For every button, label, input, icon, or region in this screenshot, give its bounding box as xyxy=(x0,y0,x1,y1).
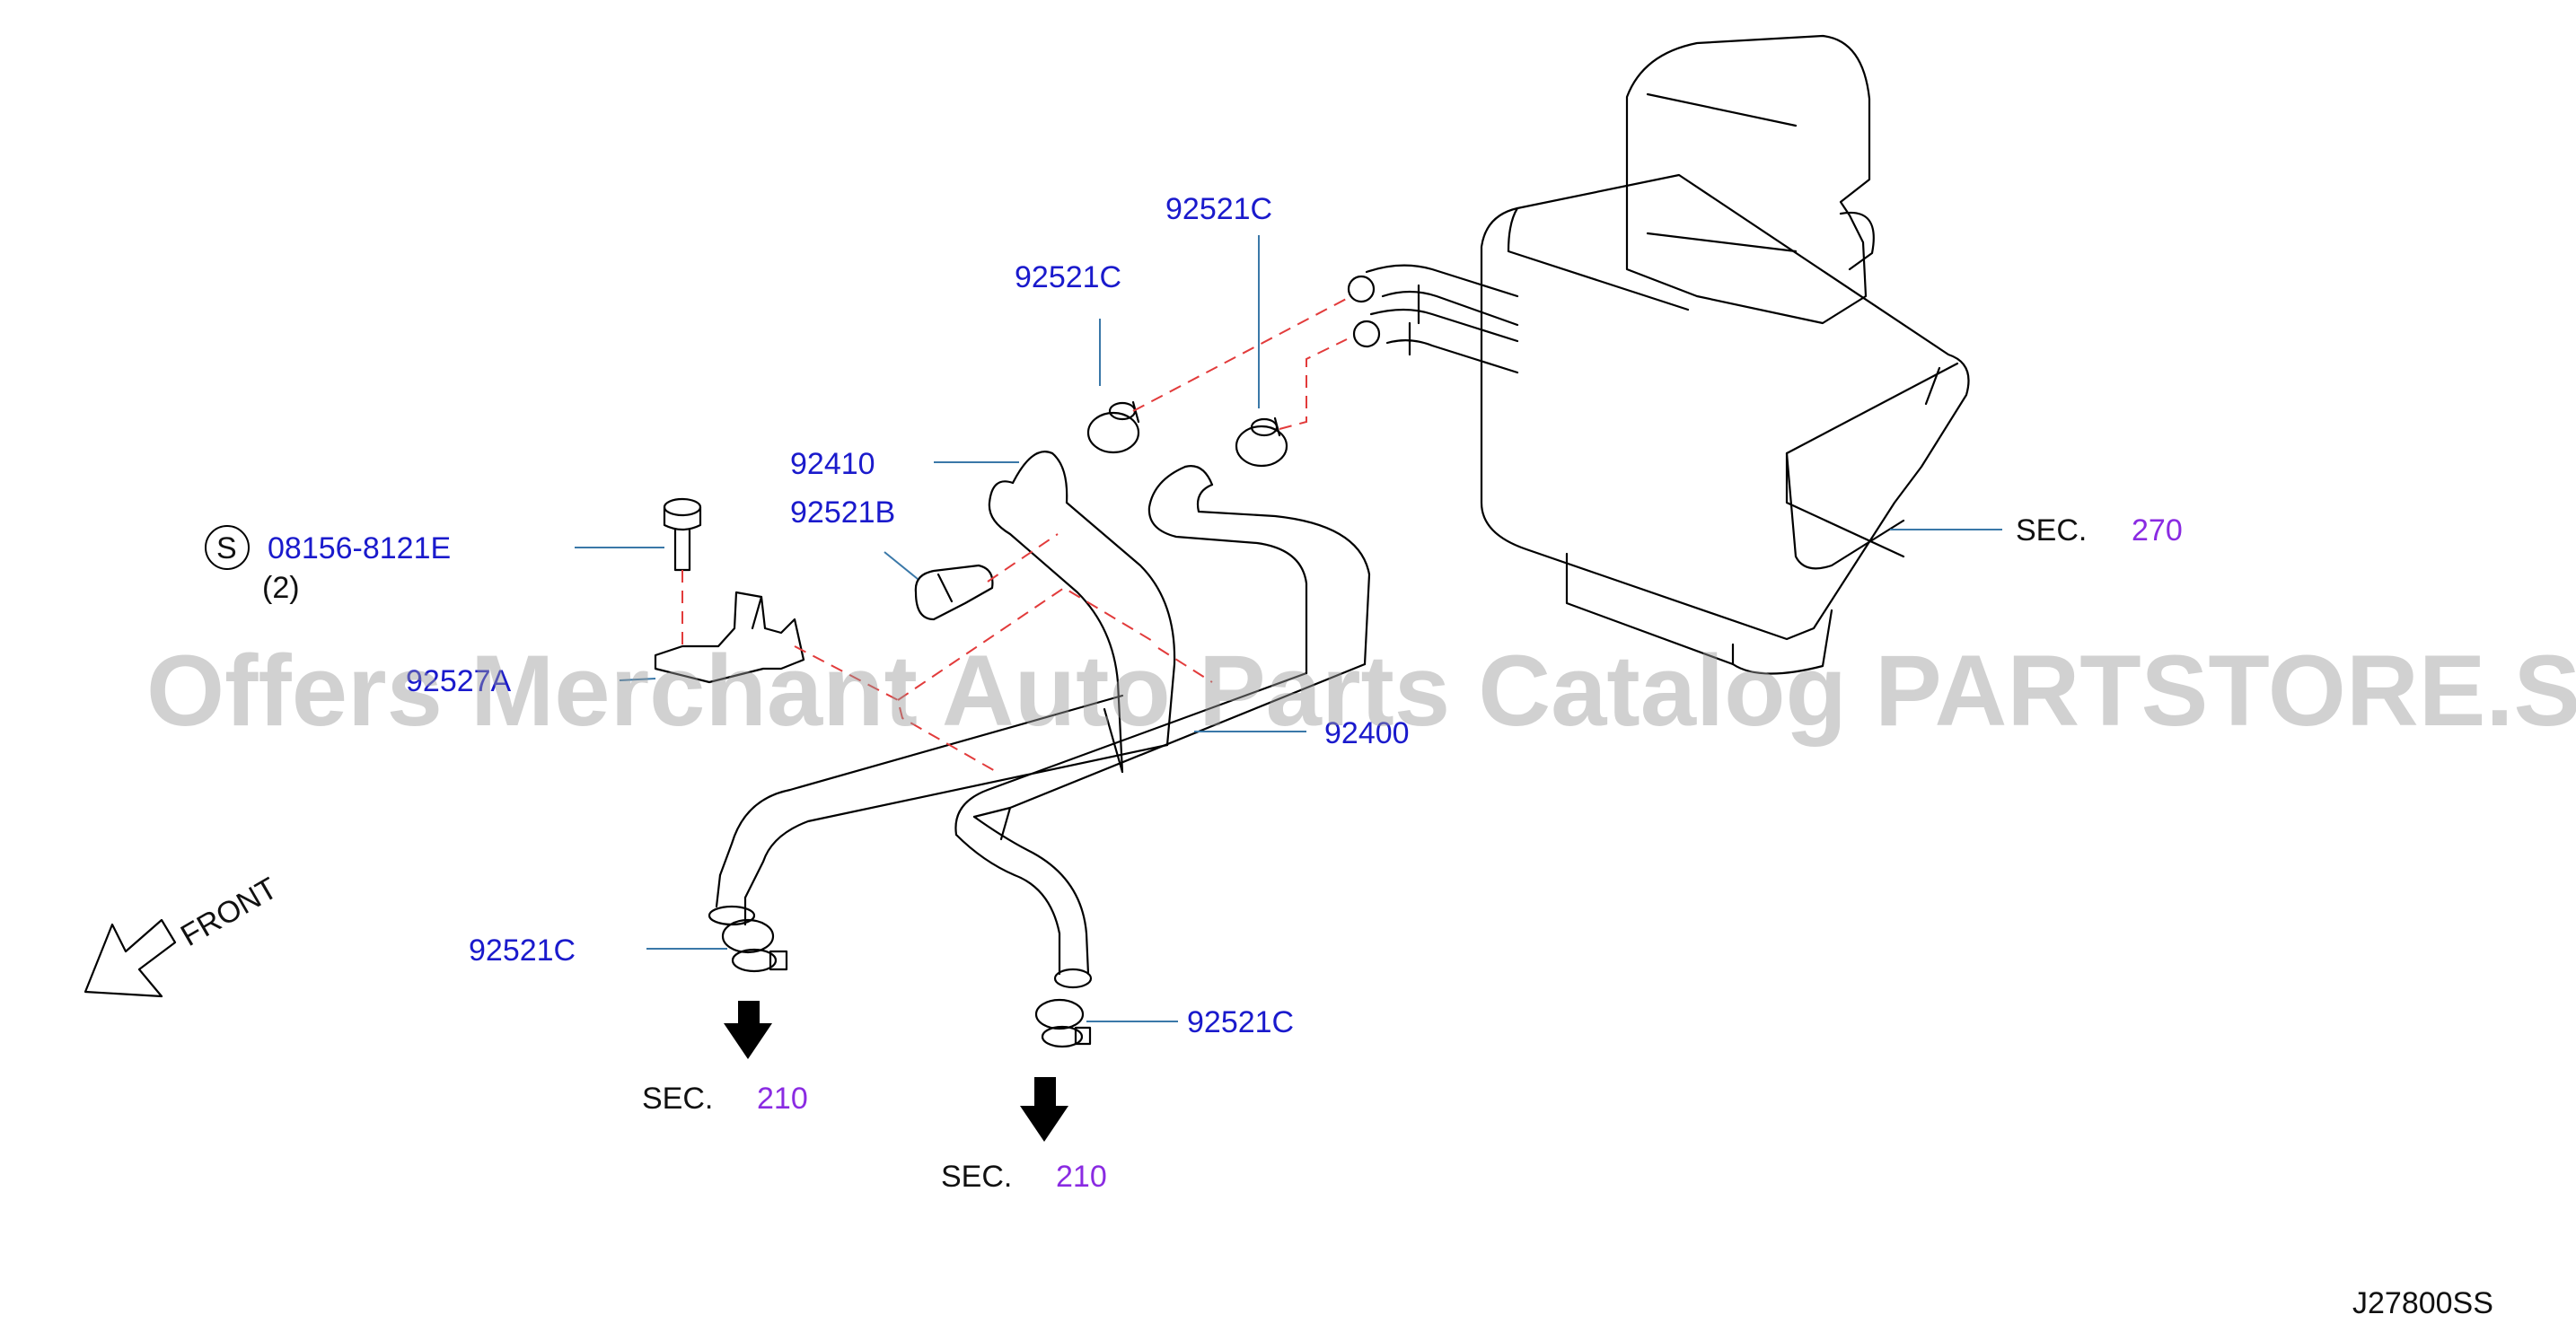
down-arrow-right xyxy=(1020,1077,1068,1142)
sec-210-left-prefix: SEC. xyxy=(642,1082,713,1116)
label-bracket-part[interactable]: 92527A xyxy=(406,664,512,698)
dashed-assembly-lines xyxy=(681,295,1352,773)
clip-lower-left-drawing xyxy=(721,918,788,973)
sec-270-link[interactable]: 270 xyxy=(2132,513,2183,548)
watermark: Offers Merchant Auto Parts Catalog PARTS… xyxy=(146,635,2576,747)
diagram-code: J27800SS xyxy=(2352,1286,2493,1320)
bolt-symbol-letter: S xyxy=(216,531,237,565)
label-clip-upper-left[interactable]: 92521C xyxy=(1015,260,1121,294)
clip-lower-right-drawing xyxy=(1034,998,1092,1048)
sec-270-prefix: SEC. xyxy=(2016,513,2087,548)
clip-upper-left-drawing xyxy=(1086,400,1140,454)
bracket-drawing xyxy=(654,591,805,684)
front-label: FRONT xyxy=(175,871,283,952)
bolt-drawing xyxy=(663,497,702,572)
label-bolt-part[interactable]: 08156-8121E xyxy=(268,531,451,565)
sec-210-right-link[interactable]: 210 xyxy=(1056,1160,1107,1194)
label-clip-lower-left[interactable]: 92521C xyxy=(469,933,576,968)
heater-unit-drawing xyxy=(1347,34,1970,675)
front-arrow xyxy=(84,918,177,998)
sec-210-left-link[interactable]: 210 xyxy=(757,1082,808,1116)
label-hose-92410[interactable]: 92410 xyxy=(790,447,875,481)
label-bolt-qty: (2) xyxy=(262,571,300,605)
sec-210-right-prefix: SEC. xyxy=(941,1160,1012,1194)
label-clip-upper-right[interactable]: 92521C xyxy=(1165,192,1272,226)
hose-92410-drawing xyxy=(708,451,1176,926)
clip-upper-right-drawing xyxy=(1235,416,1288,468)
down-arrow-left xyxy=(724,1001,772,1059)
leader-lines xyxy=(575,235,2002,1022)
hose-92400-drawing xyxy=(954,465,1371,989)
clip-92521B-drawing xyxy=(914,564,994,621)
label-clip-lower-right[interactable]: 92521C xyxy=(1187,1005,1294,1039)
bolt-symbol-circle xyxy=(205,525,250,570)
label-hose-92400[interactable]: 92400 xyxy=(1324,716,1410,750)
label-clip-92521B[interactable]: 92521B xyxy=(790,495,895,530)
